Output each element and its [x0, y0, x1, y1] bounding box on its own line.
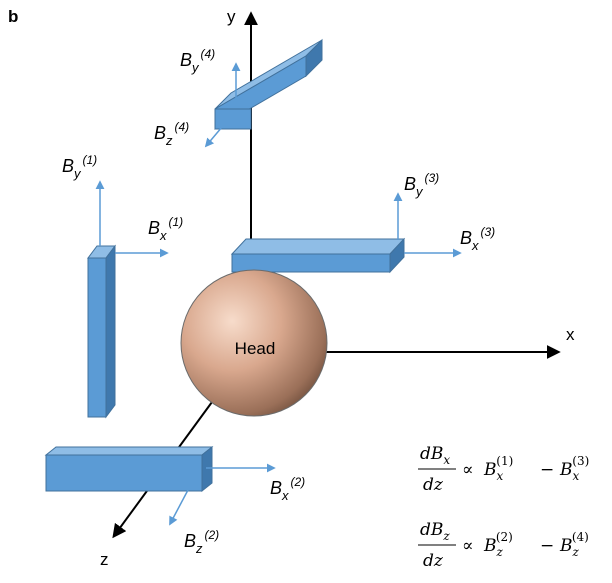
- x-axis-label: x: [566, 325, 575, 344]
- z-axis-label: z: [100, 550, 109, 569]
- eq2-term2: Bz(4): [559, 530, 589, 559]
- eq2-term1: Bz(2): [483, 530, 513, 559]
- eq1-minus: −: [540, 460, 554, 480]
- s4-bz-label: Bz(4): [154, 120, 189, 148]
- eq2-denominator: dz: [423, 551, 444, 571]
- s1-by-label: By(1): [62, 153, 97, 181]
- s2-bz-label: Bz(2): [184, 528, 219, 556]
- eq1-term2: Bx(3): [559, 454, 589, 483]
- eq1-propto: ∝: [462, 460, 474, 480]
- s4-by-label: By(4): [180, 47, 215, 75]
- equation-dbx-dz: dBx dz ∝ Bx(1) − Bx(3): [418, 444, 589, 495]
- eq2-numerator: dBz: [420, 520, 450, 543]
- s4-bz-arrow: [204, 126, 223, 148]
- sensor-1: [87, 244, 116, 419]
- s2-bx-label: Bx(2): [270, 475, 305, 503]
- eq2-minus: −: [540, 536, 554, 556]
- eq2-propto: ∝: [462, 536, 474, 556]
- s3-bx-label: Bx(3): [460, 225, 495, 253]
- sensor-4: [214, 38, 323, 130]
- eq1-numerator: dBx: [420, 444, 450, 467]
- eq1-term1: Bx(1): [483, 454, 513, 483]
- s2-bz-arrow: [169, 489, 189, 526]
- sensor-3: [230, 237, 406, 274]
- y-axis-label: y: [227, 7, 236, 26]
- head-sphere: [180, 269, 328, 417]
- sensor-2: [44, 445, 214, 493]
- head-label: Head: [235, 339, 276, 358]
- s3-by-label: By(3): [404, 171, 439, 199]
- s1-bx-label: Bx(1): [148, 215, 183, 243]
- equation-dbz-dz: dBz dz ∝ Bz(2) − Bz(4): [418, 520, 589, 571]
- eq1-denominator: dz: [423, 475, 444, 495]
- panel-label: b: [8, 7, 18, 26]
